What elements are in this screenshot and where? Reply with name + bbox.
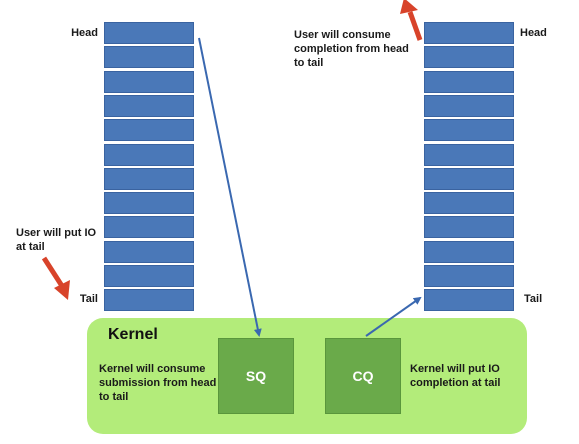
- kernel-region: [87, 318, 527, 434]
- right-head-label: Head: [520, 27, 547, 39]
- submission-queue-slot: [104, 143, 194, 166]
- user-put-io-note: User will put IO at tail: [16, 227, 97, 253]
- submission-queue-slot: [104, 167, 194, 190]
- kernel-put-note: Kernel will put IO completion at tail: [410, 363, 501, 389]
- kernel-title: Kernel: [108, 326, 158, 343]
- submission-queue-slot: [104, 46, 194, 69]
- submission-queue-slot: [104, 94, 194, 117]
- submission-queue-slot: [104, 192, 194, 215]
- completion-queue-slot: [424, 46, 514, 69]
- right-tail-label: Tail: [524, 293, 543, 305]
- completion-queue-slot: [424, 216, 514, 239]
- user-consume-note: User will consume completion from head t…: [294, 29, 409, 69]
- sq-label: SQ: [245, 368, 267, 384]
- completion-queue-slot: [424, 143, 514, 166]
- submission-queue-slot: [104, 265, 194, 287]
- kernel-consume-note: Kernel will consume submission from head…: [99, 363, 217, 403]
- left-tail-label: Tail: [79, 293, 98, 305]
- completion-queue-slot: [424, 22, 514, 44]
- completion-queue-slot: [424, 289, 514, 312]
- completion-queue-slot: [424, 94, 514, 117]
- left-head-label: Head: [71, 27, 98, 39]
- red-arrow-up-icon: [400, 0, 423, 41]
- sq-box: SQ: [218, 338, 294, 414]
- cq-to-tail-arrow: [365, 296, 422, 337]
- red-arrow-to-tail-icon: [41, 256, 70, 300]
- completion-queue-slot: [424, 70, 514, 93]
- cq-box: CQ: [325, 338, 401, 414]
- completion-queue-slot: [424, 265, 514, 287]
- completion-queue-slot: [424, 192, 514, 215]
- completion-queue-slot: [424, 119, 514, 142]
- cq-label: CQ: [352, 368, 374, 384]
- submission-queue-slot: [104, 216, 194, 239]
- submission-queue-slot: [104, 240, 194, 263]
- submission-queue-slot: [104, 22, 194, 44]
- submission-queue-slot: [104, 119, 194, 142]
- head-to-sq-arrow: [198, 37, 262, 337]
- completion-queue-slot: [424, 167, 514, 190]
- completion-queue-slot: [424, 240, 514, 263]
- submission-queue-slot: [104, 70, 194, 93]
- submission-queue-slot: [104, 289, 194, 312]
